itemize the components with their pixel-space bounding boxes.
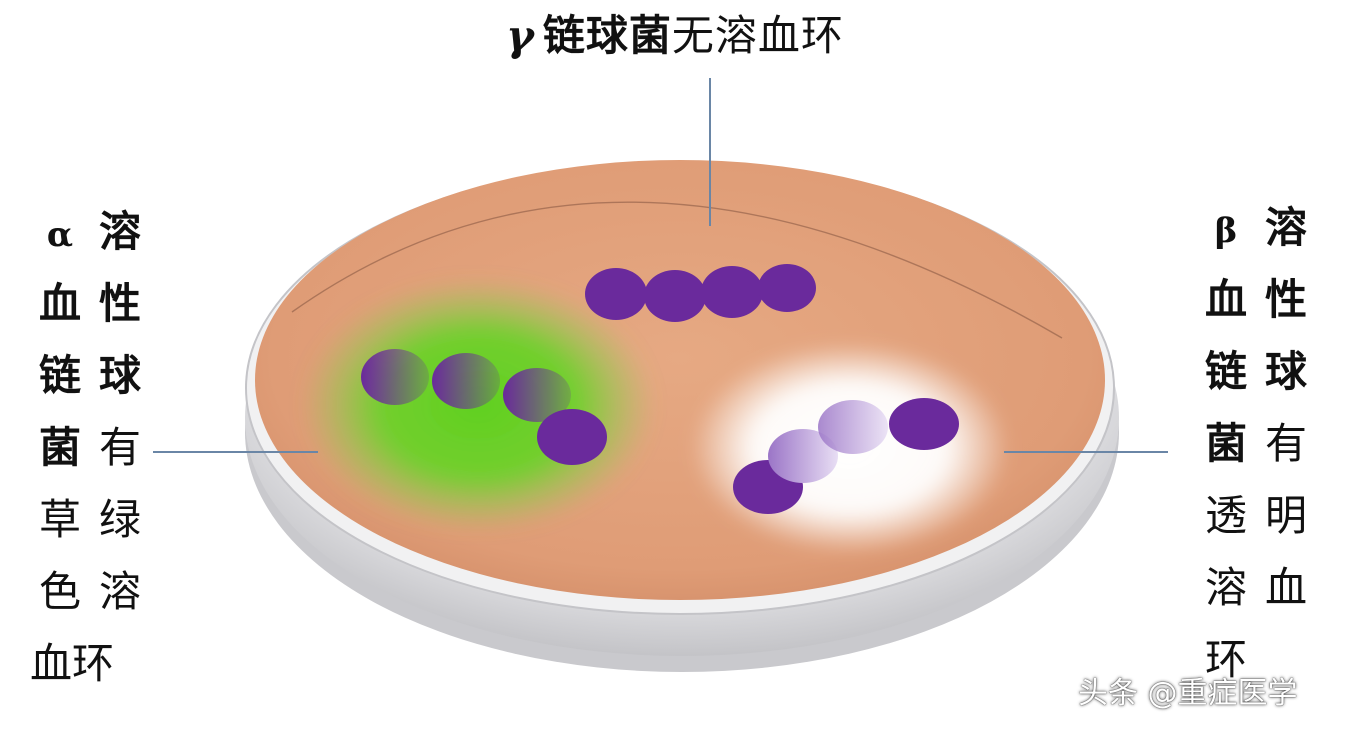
alpha-label-char: 球 xyxy=(98,351,141,400)
alpha-label-char: 菌 xyxy=(38,423,81,472)
gamma-label-bold: 链球菌 xyxy=(542,11,672,60)
alpha-label-char: 溶 xyxy=(98,207,141,256)
beta-colony xyxy=(889,398,959,450)
gamma-colony xyxy=(758,264,816,312)
alpha-colony xyxy=(432,353,500,409)
beta-label-char: 菌 xyxy=(1204,419,1247,468)
alpha-label-char: 草 xyxy=(38,495,81,544)
gamma-label-rest: 无溶血环 xyxy=(671,11,844,60)
beta-colony xyxy=(768,429,838,483)
beta-colony xyxy=(818,400,888,454)
alpha-colony xyxy=(537,409,607,465)
alpha-label-char: 溶 xyxy=(98,567,141,616)
alpha-colony xyxy=(361,349,429,405)
beta-label-char: 环 xyxy=(1204,635,1247,684)
gamma-colony-chain xyxy=(585,264,816,322)
alpha-label-char: 血 xyxy=(38,279,81,328)
beta-label-char: 透 xyxy=(1204,491,1247,540)
beta-label-char: 球 xyxy=(1264,347,1307,396)
beta-label-char: 明 xyxy=(1264,491,1307,540)
beta-label-row: 血性 xyxy=(1196,264,1316,336)
alpha-label-row: 菌有 xyxy=(30,412,150,484)
alpha-colony-chain xyxy=(361,349,607,465)
beta-label-char: β xyxy=(1214,211,1238,251)
alpha-label-char: 链 xyxy=(38,351,81,400)
alpha-label-char: α xyxy=(46,215,74,255)
beta-label-char: 链 xyxy=(1204,347,1247,396)
alpha-label-char: 有 xyxy=(98,423,141,472)
beta-label-char: 有 xyxy=(1264,419,1307,468)
beta-label-char: 溶 xyxy=(1264,203,1307,252)
alpha-label-row: 血环 xyxy=(30,628,150,700)
alpha-colony xyxy=(503,368,571,422)
gamma-colony xyxy=(585,268,647,320)
alpha-label-row: 链球 xyxy=(30,340,150,412)
beta-label-row: 链球 xyxy=(1196,336,1316,408)
beta-label-row: 透明 xyxy=(1196,480,1316,552)
beta-label-char: 性 xyxy=(1264,275,1307,324)
alpha-label-char: 血环 xyxy=(30,639,115,688)
watermark: 头条 @重症医学 xyxy=(1078,676,1298,711)
alpha-label-char: 色 xyxy=(38,567,81,616)
beta-label-char: 血 xyxy=(1204,275,1247,324)
alpha-label-row: 草绿 xyxy=(30,484,150,556)
gamma-symbol: γ xyxy=(506,11,535,60)
alpha-label-row: 色溶 xyxy=(30,556,150,628)
gamma-colony xyxy=(701,266,763,318)
alpha-label-char: 绿 xyxy=(98,495,141,544)
beta-label-char: 溶 xyxy=(1204,563,1247,612)
beta-colony-chain xyxy=(733,398,959,514)
beta-label-row: 菌有 xyxy=(1196,408,1316,480)
beta-label-row: 环 xyxy=(1196,624,1316,696)
beta-label-row: 溶血 xyxy=(1196,552,1316,624)
alpha-label-char: 性 xyxy=(98,279,141,328)
gamma-colony xyxy=(644,270,706,322)
alpha-label-row: 血性 xyxy=(30,268,150,340)
beta-label-char: 血 xyxy=(1264,563,1307,612)
